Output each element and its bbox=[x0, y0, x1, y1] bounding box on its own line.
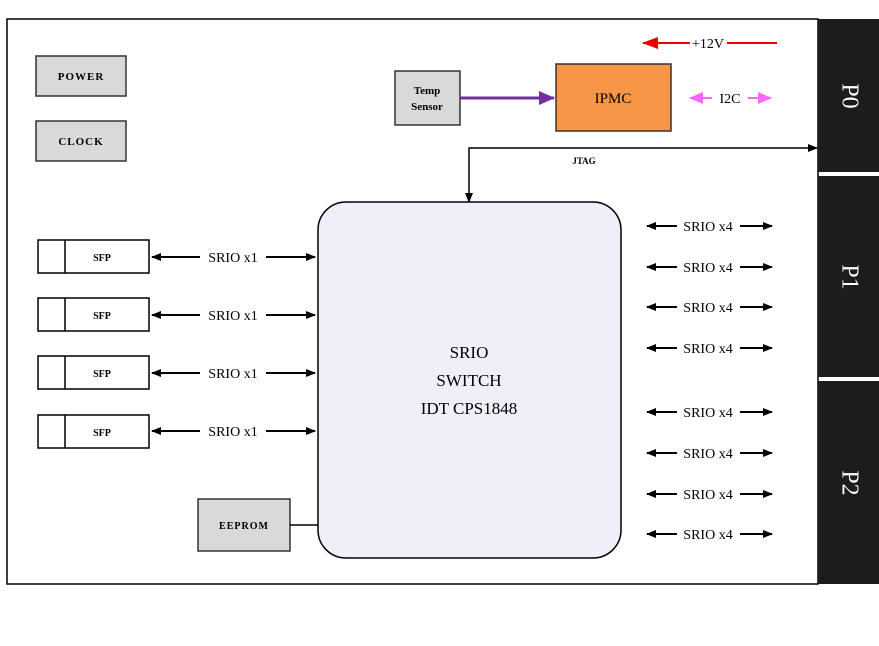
jtag-path bbox=[465, 144, 818, 203]
connector-p1-label: P1 bbox=[836, 264, 862, 289]
ipmc-label: IPMC bbox=[595, 91, 632, 107]
clock-label: CLOCK bbox=[58, 136, 103, 148]
switch-label-line1: SRIO bbox=[450, 343, 489, 362]
srio-switch-block: SRIO SWITCH IDT CPS1848 bbox=[317, 201, 622, 559]
temp-sensor-label-line2: Sensor bbox=[411, 101, 443, 113]
sfp-4: SFP bbox=[37, 414, 150, 449]
sfp-link-4-label: SRIO x1 bbox=[208, 425, 257, 440]
jtag-label: JTAG bbox=[572, 156, 595, 166]
backplane-link-5-label: SRIO x4 bbox=[683, 406, 732, 421]
sfp-3-label: SFP bbox=[93, 369, 111, 380]
connector-p1: P1 bbox=[818, 176, 879, 377]
connector-p2-label: P2 bbox=[836, 470, 862, 495]
sfp-link-1: SRIO x1 bbox=[151, 251, 316, 266]
power-in-label: +12V bbox=[692, 37, 724, 52]
sfp-link-3-label: SRIO x1 bbox=[208, 367, 257, 382]
backplane-link-8-label: SRIO x4 bbox=[683, 528, 732, 543]
backplane-link-6-label: SRIO x4 bbox=[683, 447, 732, 462]
i2c-label: I2C bbox=[720, 92, 741, 107]
connector-p0: P0 bbox=[818, 19, 879, 172]
eeprom-label: EEPROM bbox=[219, 521, 269, 532]
connector-p0-label: P0 bbox=[836, 83, 862, 108]
backplane-link-1: SRIO x4 bbox=[646, 220, 773, 235]
switch-label-line3: IDT CPS1848 bbox=[421, 399, 518, 418]
eeprom-block: EEPROM bbox=[197, 498, 291, 552]
sfp-link-2: SRIO x1 bbox=[151, 309, 316, 324]
sfp-1: SFP bbox=[37, 239, 150, 274]
sfp-link-1-label: SRIO x1 bbox=[208, 251, 257, 266]
backplane-link-1-label: SRIO x4 bbox=[683, 220, 732, 235]
backplane-link-7: SRIO x4 bbox=[646, 488, 773, 503]
clock-block: CLOCK bbox=[35, 120, 127, 162]
temp-sensor-label-line1: Temp bbox=[414, 85, 441, 97]
backplane-link-2-label: SRIO x4 bbox=[683, 261, 732, 276]
backplane-link-2: SRIO x4 bbox=[646, 261, 773, 276]
sfp-link-3: SRIO x1 bbox=[151, 367, 316, 382]
power-block: POWER bbox=[35, 55, 127, 97]
connector-p2: P2 bbox=[818, 381, 879, 584]
ipmc-block: IPMC bbox=[555, 63, 672, 132]
backplane-link-6: SRIO x4 bbox=[646, 447, 773, 462]
backplane-link-3-label: SRIO x4 bbox=[683, 301, 732, 316]
sfp-4-label: SFP bbox=[93, 428, 111, 439]
backplane-link-5: SRIO x4 bbox=[646, 406, 773, 421]
sfp-2-label: SFP bbox=[93, 311, 111, 322]
backplane-link-3: SRIO x4 bbox=[646, 301, 773, 316]
power-label: POWER bbox=[58, 71, 105, 83]
sfp-3: SFP bbox=[37, 355, 150, 390]
sfp-link-4: SRIO x1 bbox=[151, 425, 316, 440]
backplane-link-4-label: SRIO x4 bbox=[683, 342, 732, 357]
backplane-link-7-label: SRIO x4 bbox=[683, 488, 732, 503]
backplane-link-8: SRIO x4 bbox=[646, 528, 773, 543]
sfp-2: SFP bbox=[37, 297, 150, 332]
sfp-link-2-label: SRIO x1 bbox=[208, 309, 257, 324]
sfp-1-label: SFP bbox=[93, 253, 111, 264]
temp-sensor-block: Temp Sensor bbox=[394, 70, 461, 126]
backplane-link-4: SRIO x4 bbox=[646, 342, 773, 357]
switch-label-line2: SWITCH bbox=[436, 371, 501, 390]
